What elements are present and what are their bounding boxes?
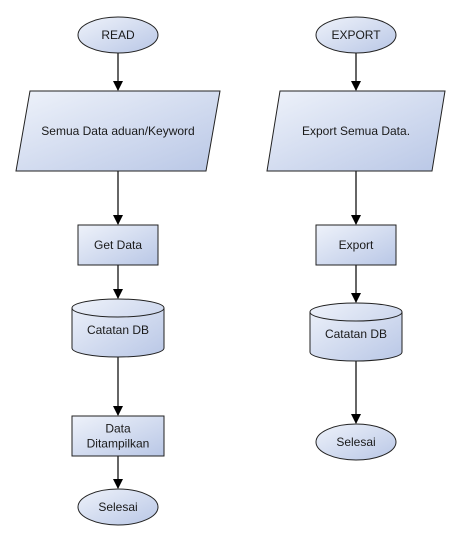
node-export-start: EXPORT [315, 16, 397, 54]
data-shape [15, 90, 221, 172]
node-get-data: Get Data [77, 224, 159, 266]
terminator-shape [315, 16, 397, 54]
node-selesai-1: Selesai [77, 488, 159, 526]
node-label: Catatan DB [87, 323, 149, 337]
node-label: Catatan DB [325, 327, 387, 341]
database-body-shape [71, 298, 165, 358]
node-label: EXPORT [331, 28, 381, 42]
node-export-process: Export [315, 224, 397, 266]
data-shape [266, 90, 446, 172]
node-catatan-db-2: Catatan DB [309, 302, 403, 362]
process-shape [77, 224, 159, 266]
node-label: Selesai [336, 435, 375, 449]
node-catatan-db-1: Catatan DB [71, 298, 165, 358]
node-read: READ [77, 16, 159, 54]
node-label: Semua Data aduan/Keyword [41, 124, 194, 138]
terminator-shape [77, 16, 159, 54]
database-rim-shape [71, 307, 165, 318]
node-label: Get Data [94, 238, 142, 252]
process-shape [315, 224, 397, 266]
database-body-shape [309, 302, 403, 362]
node-label: READ [101, 28, 135, 42]
node-export-semua: Export Semua Data. [266, 90, 446, 172]
terminator-shape [77, 488, 159, 526]
edges-layer [113, 53, 361, 489]
database-rim-shape [309, 311, 403, 322]
node-label: Selesai [98, 500, 137, 514]
node-label: Export Semua Data. [302, 124, 410, 138]
terminator-shape [315, 423, 397, 461]
node-label: Export [339, 238, 374, 252]
node-selesai-2: Selesai [315, 423, 397, 461]
node-label: Ditampilkan [87, 437, 150, 451]
node-label: Data [105, 422, 131, 436]
node-semua-data: Semua Data aduan/Keyword [15, 90, 221, 172]
process-shape [71, 415, 165, 457]
